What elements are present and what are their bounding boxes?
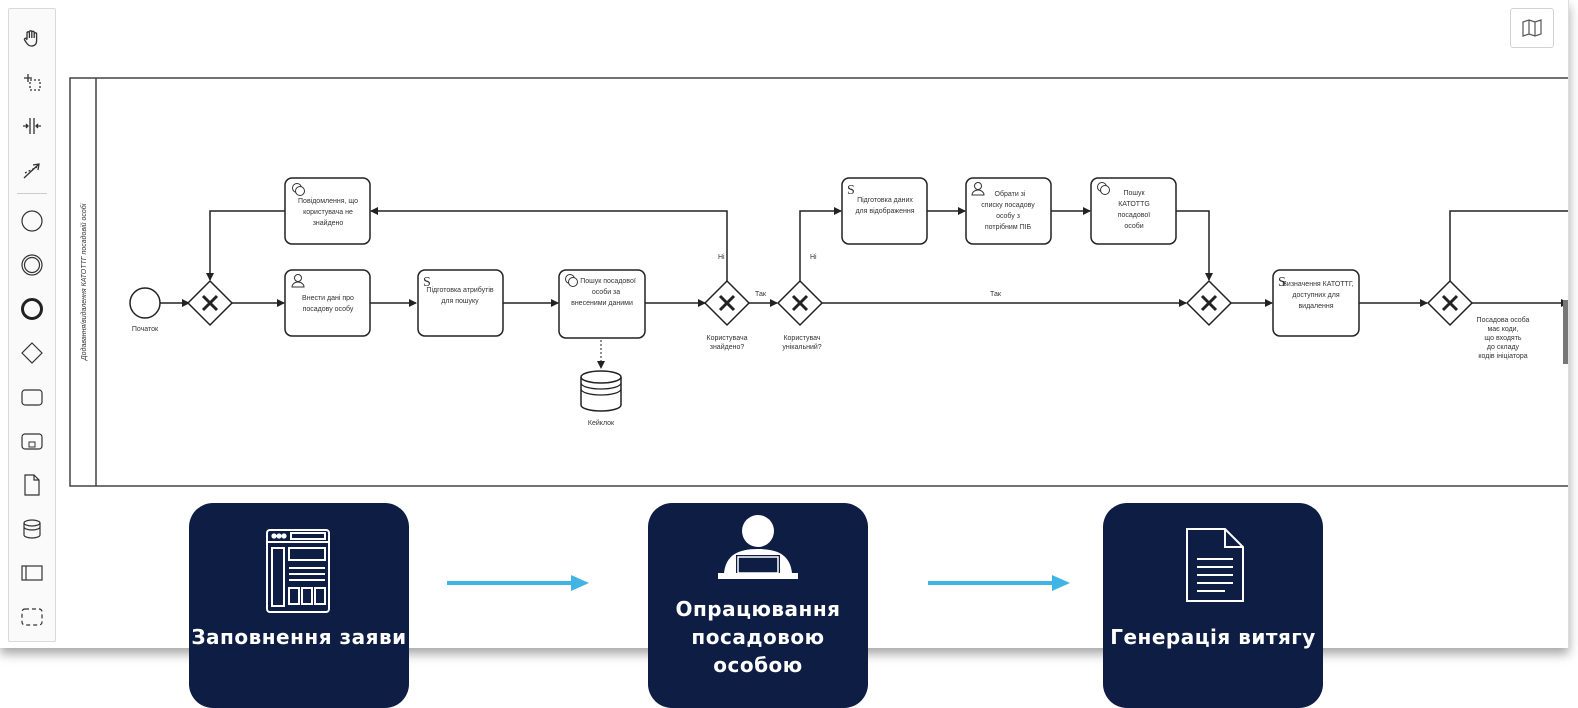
flow-label-no-1: Ні <box>718 253 725 261</box>
tool-palette <box>8 8 56 642</box>
script-task-icon: S <box>1278 275 1286 290</box>
flow-label-yes-1: Так <box>755 291 767 298</box>
start-event[interactable]: Початок <box>129 287 161 333</box>
data-store-label: Кейклок <box>588 419 615 427</box>
user-task-icon <box>971 182 985 196</box>
start-event-icon[interactable] <box>9 204 55 238</box>
hand-tool-icon[interactable] <box>9 21 55 55</box>
intermediate-event-icon[interactable] <box>9 248 55 282</box>
start-event-label: Початок <box>132 326 159 333</box>
gateway-merge-1[interactable] <box>186 279 234 327</box>
step-title: Заповнення заяви <box>191 625 407 649</box>
service-task-icon <box>1097 182 1110 195</box>
pool[interactable]: Додавання/видалення КАТОТТГ посадовій ос… <box>69 77 1568 487</box>
flow-label-yes-2: Так <box>990 291 1002 298</box>
pool-icon[interactable] <box>9 556 55 590</box>
sequence-flows <box>160 207 1568 369</box>
space-tool-icon[interactable] <box>9 109 55 143</box>
step-card-official-processing: Опрацювання посадовою особою <box>648 503 868 708</box>
lasso-tool-icon[interactable] <box>9 65 55 99</box>
step-card-generate-extract: Генерація витягу <box>1103 503 1323 708</box>
script-task-icon: S <box>847 183 855 198</box>
flow-label-no-2: Ні <box>810 253 817 261</box>
connect-tool-icon[interactable] <box>9 153 55 187</box>
service-task-icon <box>565 274 578 287</box>
canvas-scroll-handle[interactable] <box>1563 300 1568 364</box>
script-task-icon: S <box>423 275 431 290</box>
data-object-icon[interactable] <box>9 468 55 502</box>
end-event-icon[interactable] <box>9 292 55 326</box>
step-arrow-1 <box>447 575 589 591</box>
minimap-toggle-button[interactable] <box>1510 8 1554 48</box>
bpmn-diagram: Додавання/видалення КАТОТТГ посадовій ос… <box>69 77 1568 487</box>
gateway-icon[interactable] <box>9 336 55 370</box>
step-title: Генерація витягу <box>1110 625 1316 649</box>
user-task-icon <box>291 274 305 288</box>
document-icon <box>1186 528 1244 602</box>
group-icon[interactable] <box>9 600 55 634</box>
task-icon[interactable] <box>9 380 55 414</box>
gateway-merge-2[interactable] <box>1185 279 1233 327</box>
service-task-icon <box>292 183 305 196</box>
subprocess-icon[interactable] <box>9 424 55 458</box>
pool-label: Додавання/видалення КАТОТТГ посадовій ос… <box>80 203 88 361</box>
step-title: Опрацювання посадовою особою <box>675 597 841 677</box>
svg-text:Визначення КАТОТТГ,доступних д: Визначення КАТОТТГ,доступних длявидаленн… <box>1282 281 1353 310</box>
official-icon <box>718 515 798 579</box>
data-store-icon[interactable] <box>9 512 55 546</box>
form-icon <box>266 529 330 613</box>
map-icon <box>1522 19 1542 37</box>
step-card-fill-application: Заповнення заяви <box>189 503 409 708</box>
step-arrow-2 <box>928 575 1070 591</box>
data-store-keycloak[interactable]: Кейклок <box>580 370 622 427</box>
